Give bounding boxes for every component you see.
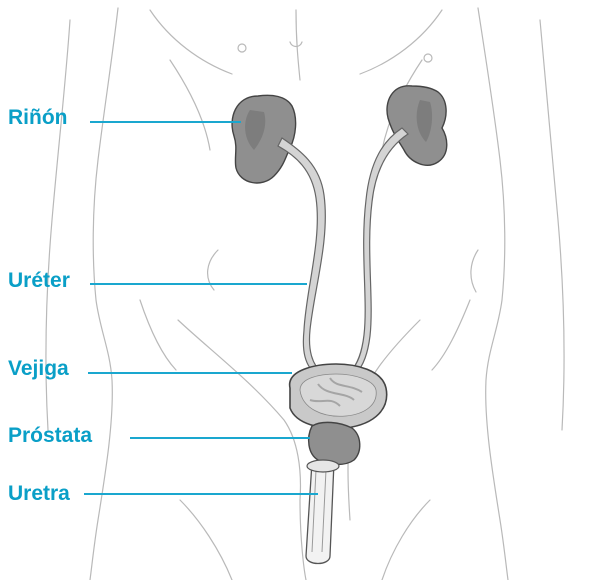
urethra: [306, 460, 339, 564]
kidney-label: Riñón: [8, 106, 67, 130]
bladder-label: Vejiga: [8, 357, 69, 381]
prostate-label: Próstata: [8, 424, 92, 448]
urethra-leader-line: [84, 493, 318, 495]
thigh-right: [382, 500, 430, 580]
ureter-label: Uréter: [8, 269, 70, 293]
thigh-left: [180, 500, 232, 580]
left-kidney: [232, 95, 296, 183]
arm-right-contour: [540, 20, 564, 430]
bladder-leader-line: [88, 372, 292, 374]
nipple-left: [238, 44, 246, 52]
ribcage-left: [150, 10, 232, 74]
right-kidney: [387, 86, 447, 165]
waist-right: [471, 250, 478, 292]
urethra-label: Uretra: [8, 482, 70, 506]
prostate: [309, 422, 360, 464]
chest-left: [170, 60, 210, 150]
groin-left: [178, 320, 306, 580]
ureter-leader-line: [90, 283, 307, 285]
bladder: [290, 364, 387, 428]
torso-right-contour: [478, 8, 508, 580]
ureters: [278, 128, 408, 376]
nipple-right: [424, 54, 432, 62]
hip-right: [432, 300, 470, 370]
navel: [290, 42, 302, 47]
ribcage-right: [360, 10, 442, 74]
kidney-leader-line: [90, 121, 241, 123]
right-ureter: [350, 128, 408, 376]
left-ureter: [278, 138, 325, 376]
hip-left: [140, 300, 176, 370]
prostate-leader-line: [130, 437, 310, 439]
